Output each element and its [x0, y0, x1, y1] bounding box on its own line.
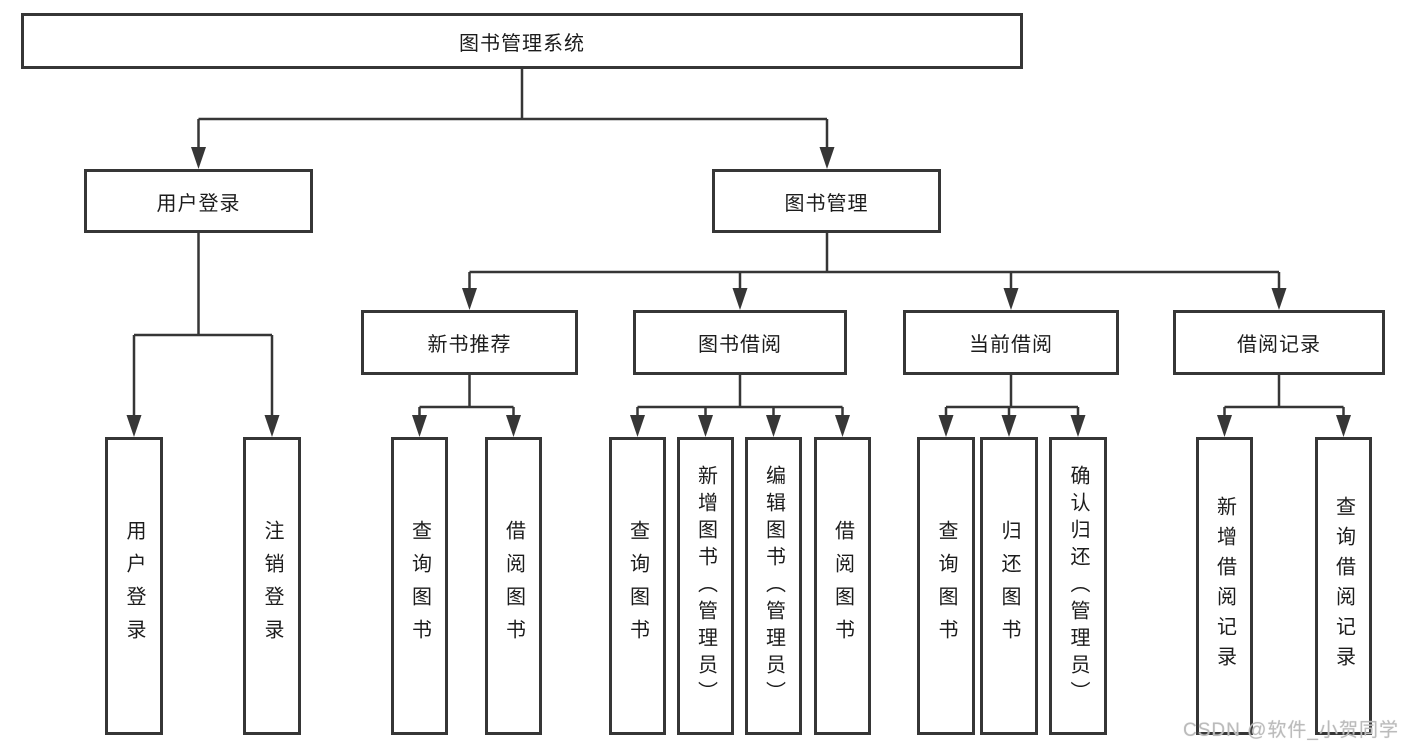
node-current-borrow: 当前借阅: [903, 310, 1119, 375]
leaf-add-borrow-record: 新增借阅记录: [1196, 437, 1253, 735]
leaf-query-books-recommend: 查询图书: [391, 437, 448, 735]
leaf-confirm-return-admin: 确认归还（管理员）: [1049, 437, 1107, 735]
node-user-login: 用户登录: [84, 169, 313, 233]
watermark-text: CSDN @软件_小贺同学: [1183, 720, 1399, 741]
leaf-edit-books-admin: 编辑图书（管理员）: [745, 437, 802, 735]
node-new-book-recommend: 新书推荐: [361, 310, 578, 375]
leaf-return-books: 归还图书: [980, 437, 1038, 735]
leaf-query-books-borrow: 查询图书: [609, 437, 666, 735]
leaf-return-books-label: 归还图书: [998, 520, 1020, 652]
leaf-add-books-admin-label: 新增图书（管理员）: [694, 464, 717, 708]
leaf-borrow-books-recommend-label: 借阅图书: [502, 520, 525, 652]
arrowheads: [126, 147, 1351, 437]
node-borrow-records-label: 借阅记录: [1237, 334, 1321, 356]
node-borrow-records: 借阅记录: [1173, 310, 1385, 375]
leaf-logout: 注销登录: [243, 437, 301, 735]
leaf-query-borrow-record: 查询借阅记录: [1315, 437, 1372, 735]
leaf-query-books-recommend-label: 查询图书: [408, 520, 431, 652]
node-root-label: 图书管理系统: [459, 32, 585, 55]
leaf-add-borrow-record-label: 新增借阅记录: [1213, 496, 1236, 676]
leaf-query-books-current-label: 查询图书: [935, 520, 957, 652]
node-new-book-recommend-label: 新书推荐: [427, 334, 512, 356]
leaf-query-books-borrow-label: 查询图书: [626, 520, 649, 652]
leaf-borrow-books-label: 借阅图书: [831, 520, 854, 652]
leaf-logout-label: 注销登录: [261, 520, 283, 652]
leaf-query-borrow-record-label: 查询借阅记录: [1332, 496, 1355, 676]
leaf-user-login-label: 用户登录: [123, 520, 145, 652]
connector-strokes: [132, 69, 1345, 418]
node-book-management-label: 图书管理: [784, 192, 869, 215]
node-book-management: 图书管理: [712, 169, 941, 233]
leaf-add-books-admin: 新增图书（管理员）: [677, 437, 734, 735]
leaf-confirm-return-admin-label: 确认归还（管理员）: [1067, 464, 1089, 708]
node-user-login-label: 用户登录: [156, 192, 241, 215]
leaf-borrow-books-recommend: 借阅图书: [485, 437, 542, 735]
leaf-user-login: 用户登录: [105, 437, 163, 735]
node-book-borrow: 图书借阅: [633, 310, 847, 375]
node-current-borrow-label: 当前借阅: [969, 334, 1053, 356]
node-book-borrow-label: 图书借阅: [698, 334, 782, 356]
node-root-system: 图书管理系统: [21, 13, 1023, 69]
leaf-edit-books-admin-label: 编辑图书（管理员）: [762, 464, 785, 708]
leaf-borrow-books: 借阅图书: [814, 437, 871, 735]
leaf-query-books-current: 查询图书: [917, 437, 975, 735]
